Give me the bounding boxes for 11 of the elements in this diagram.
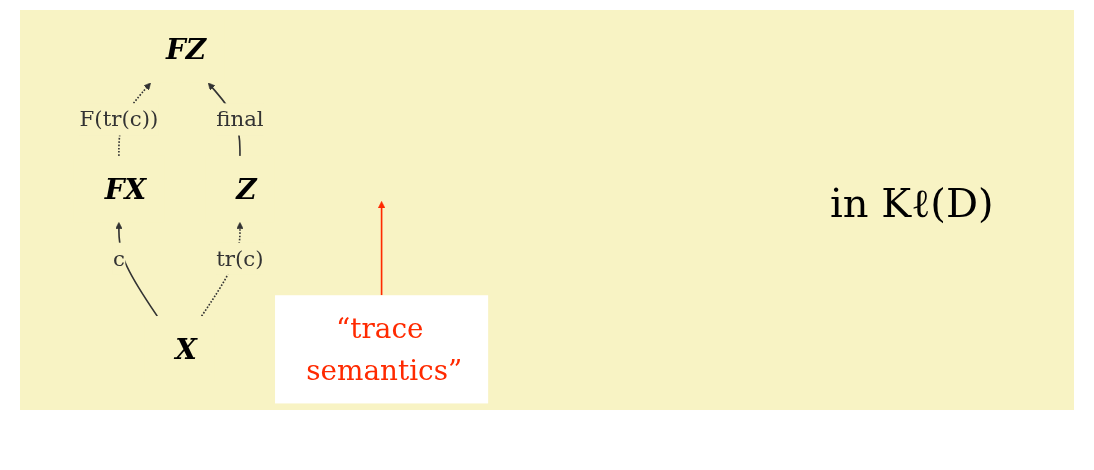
node-text: FX xyxy=(104,172,147,206)
edge-label: F(tr(c)) xyxy=(79,106,159,132)
edge-label: final xyxy=(216,106,264,132)
edge-label: tr(c) xyxy=(216,246,264,271)
node-text: Z xyxy=(236,172,257,206)
note-text: in Kℓ(D) xyxy=(830,180,994,227)
arrow xyxy=(378,201,386,297)
edge-label: c xyxy=(112,246,125,271)
node-box: “trace semantics” xyxy=(275,295,489,404)
node-text: FZ xyxy=(165,32,207,66)
node-text: X xyxy=(175,332,197,366)
